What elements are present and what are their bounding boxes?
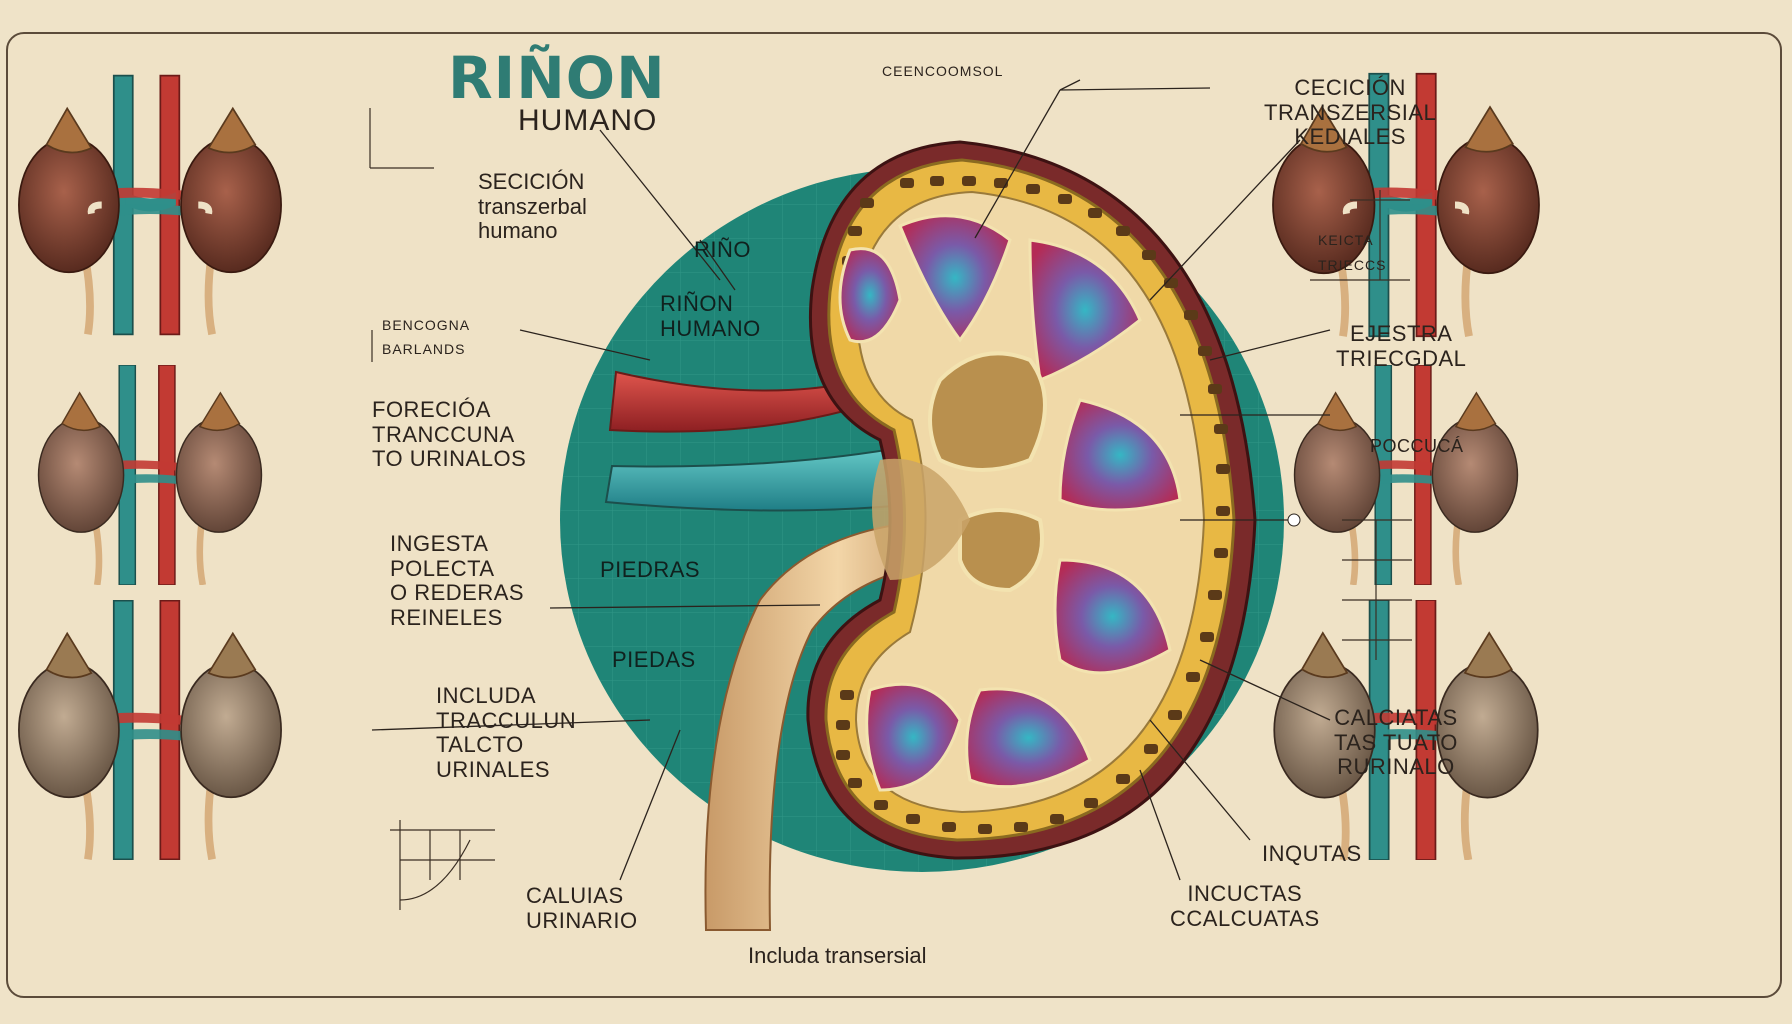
label-line: EJESTRA <box>1349 321 1453 346</box>
kidney-pair-icon <box>1295 365 1518 585</box>
label-line: TO URINALOS <box>372 446 527 472</box>
label-center-rino: RIÑO <box>694 237 751 262</box>
label-sketch-a: BENCOGNA BARLANDS <box>382 314 470 362</box>
label-line: REINELES <box>390 604 503 630</box>
label-line: TRIECGDAL <box>1336 345 1467 371</box>
label-calujas: CALUIAS URINARIO <box>526 883 638 933</box>
label-line: O REDERAS <box>390 580 525 606</box>
label-poccuca: POCCUCÁ <box>1370 436 1464 456</box>
label-line: TRIECCS <box>1318 257 1387 274</box>
label-line: POLECTA <box>390 555 495 581</box>
label-line: HUMANO <box>660 315 761 341</box>
label-line: CALUIAS <box>526 883 624 908</box>
label-line: TAS TUATO <box>1334 729 1458 755</box>
label-line: CECICIÓN <box>1294 75 1406 100</box>
label-line: transzerbal <box>478 193 587 219</box>
label-calciatas: CALCIATAS TAS TUATO RURINALO <box>1334 705 1458 780</box>
label-sketch-right: KEICTA TRIECCS <box>1318 228 1386 278</box>
label-line: TRANCCUNA <box>372 421 515 447</box>
label-piedas: PIEDAS <box>612 647 696 672</box>
label-line: RIÑON <box>660 291 734 316</box>
title-main: RIÑON <box>448 44 666 112</box>
label-line: RURINALO <box>1337 754 1455 780</box>
label-line: KEICTA <box>1318 232 1374 248</box>
kidney-cross-section <box>806 140 1257 860</box>
label-bottom-center: Includa transersial <box>748 943 927 968</box>
marker-dot <box>1287 513 1301 527</box>
title-sub: HUMANO <box>518 104 658 137</box>
label-forecion: FORECIÓA TRANCCUNA TO URINALOS <box>372 397 527 472</box>
kidney-pair-icon <box>19 601 281 860</box>
label-ingesta: INGESTA POLECTA O REDERAS REINELES <box>390 531 525 631</box>
label-inclu: INCLUDA TRACCULUN TALCTO URINALES <box>436 683 577 783</box>
label-line: KEDIALES <box>1294 124 1406 150</box>
label-line: SECICIÓN <box>478 169 585 194</box>
kidney-pair-icon <box>19 76 281 335</box>
label-piedras: PIEDRAS <box>600 557 701 582</box>
label-line: INGESTA <box>390 531 489 556</box>
label-line: TRANSZERSIAL <box>1264 99 1437 125</box>
label-top-center: CEENCOOMSOL <box>882 63 1004 79</box>
label-line: BENCOGNA <box>382 317 471 333</box>
label-line: TRACCULUN <box>436 707 577 733</box>
label-line: BARLANDS <box>382 340 466 357</box>
label-line: URINARIO <box>526 907 638 933</box>
label-line: CCALCUATAS <box>1170 905 1320 931</box>
label-line: FORECIÓA <box>372 397 491 422</box>
label-line: INCLUDA <box>436 683 537 708</box>
label-center-rinon: RIÑON HUMANO <box>660 291 761 341</box>
label-line: TALCTO <box>436 732 524 758</box>
label-line: URINALES <box>436 756 551 782</box>
label-ejestra: EJESTRA TRIECGDAL <box>1336 321 1467 371</box>
label-line: CALCIATAS <box>1334 705 1458 730</box>
label-line: INCUCTAS <box>1187 881 1303 906</box>
label-line: humano <box>478 218 558 244</box>
label-inqutas: INQUTAS <box>1262 841 1362 866</box>
kidney-pair-icon <box>39 365 262 585</box>
label-section-left: SECICIÓN transzerbal humano <box>478 169 587 244</box>
label-section-right: CECICIÓN TRANSZERSIAL KEDIALES <box>1264 75 1437 150</box>
label-incuctas: INCUCTAS CCALCUATAS <box>1170 881 1320 931</box>
chart-sketch-icon <box>369 108 1412 910</box>
leader-lines <box>371 79 1331 881</box>
